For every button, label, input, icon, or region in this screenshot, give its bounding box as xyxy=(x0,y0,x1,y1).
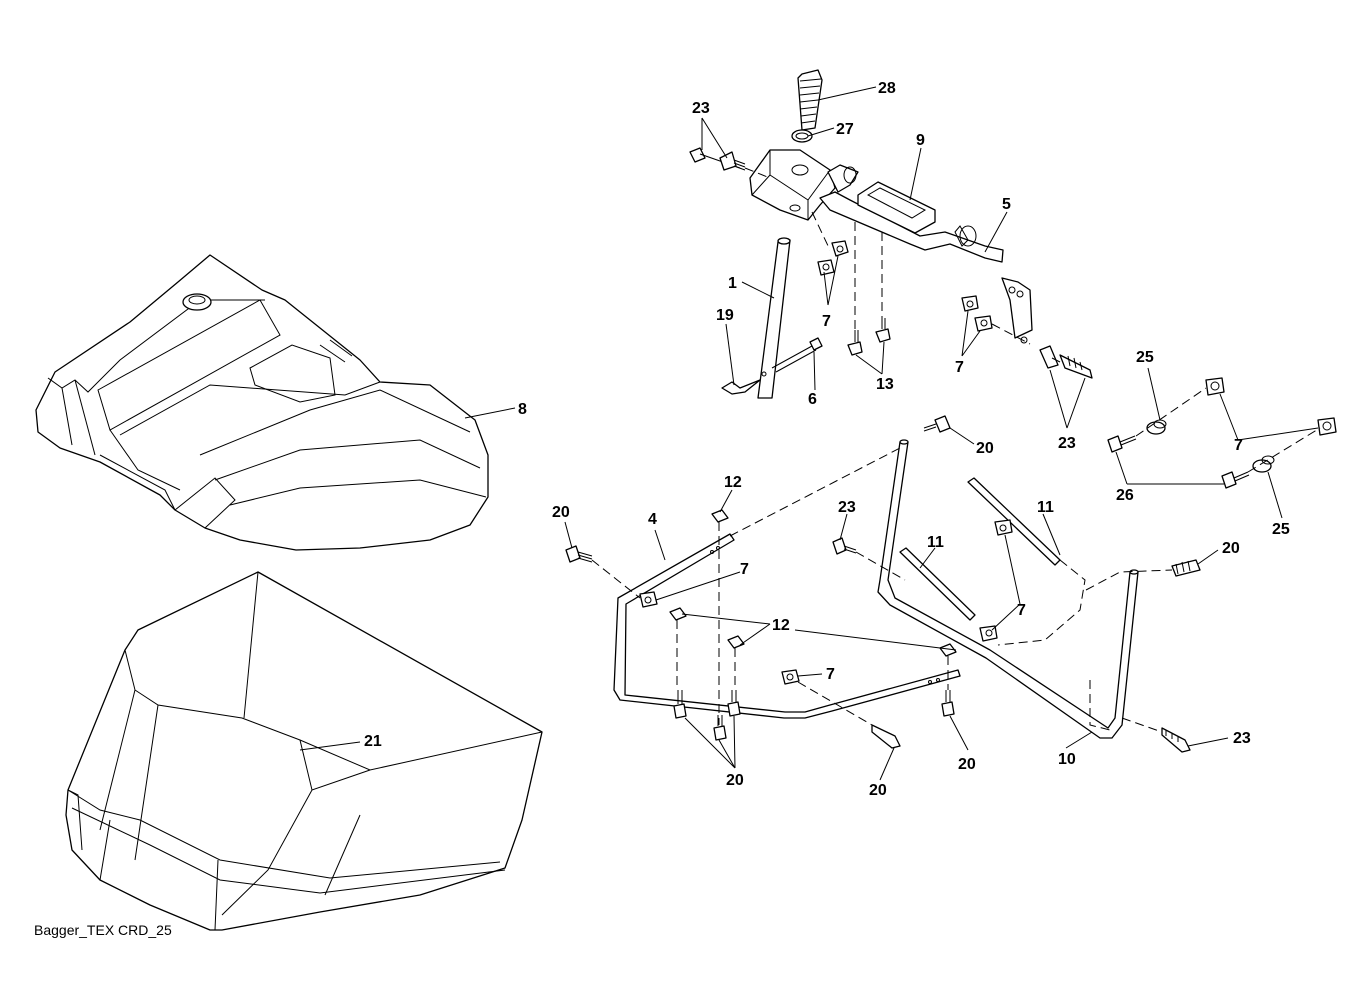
bolt-part-23-a xyxy=(689,147,706,163)
nut-part-7-f xyxy=(781,669,800,685)
callout-7-frame-mid: 7 xyxy=(826,666,835,683)
nut-part-7-j xyxy=(1317,417,1337,436)
bolt-part-13-a xyxy=(847,341,863,356)
callout-21: 21 xyxy=(364,733,382,750)
bolt-part-20-b xyxy=(934,415,951,433)
callout-8: 8 xyxy=(518,401,527,418)
right-hardware xyxy=(1107,377,1337,489)
callout-4: 4 xyxy=(648,511,657,528)
callout-20-upper: 20 xyxy=(976,440,994,457)
nut-part-7-e xyxy=(639,591,658,608)
nut-part-7-d xyxy=(974,315,993,332)
bolt-part-20-a xyxy=(565,545,581,563)
bag-part-21 xyxy=(65,571,543,931)
bagger-cover-part-8 xyxy=(35,254,489,551)
square-nut-part-12-a xyxy=(711,509,729,523)
bolt-part-20-g xyxy=(941,701,955,717)
callout-20-left: 20 xyxy=(552,504,570,521)
bolt-part-20-c xyxy=(1171,559,1201,577)
callout-12-top: 12 xyxy=(724,474,742,491)
bar-part-4 xyxy=(613,533,961,719)
callout-20-right: 20 xyxy=(1222,540,1240,557)
nut-part-7-i xyxy=(1205,377,1225,396)
callout-19: 19 xyxy=(716,307,734,324)
callout-25-top: 25 xyxy=(1136,349,1154,366)
bolt-part-26-a xyxy=(1107,435,1123,453)
callout-7-far-right: 7 xyxy=(1234,437,1243,454)
nut-part-7-b xyxy=(817,259,835,276)
nut-part-7-a xyxy=(831,240,849,257)
callout-23-mid: 23 xyxy=(838,499,856,516)
nut-part-7-g xyxy=(994,519,1013,536)
bolt-part-26-b xyxy=(1221,471,1237,489)
bolt-part-13-b xyxy=(875,328,891,343)
callouts: 28 27 9 23 5 1 19 7 7 13 6 8 25 7 23 20 … xyxy=(364,80,1290,799)
frame-assembly xyxy=(565,415,1201,753)
pin-part-6 xyxy=(809,337,823,351)
latch-part-9 xyxy=(857,181,936,234)
grip-part-28 xyxy=(797,69,823,131)
bolt-part-20-d xyxy=(673,703,687,719)
square-nut-part-12-c xyxy=(727,635,745,649)
callout-20-bottom-left: 20 xyxy=(726,772,744,789)
tube-part-1 xyxy=(757,239,791,399)
callout-13: 13 xyxy=(876,376,894,393)
callout-5: 5 xyxy=(1002,196,1011,213)
callout-6: 6 xyxy=(808,391,817,408)
callout-11-left: 11 xyxy=(927,534,944,551)
callout-7-bracket: 7 xyxy=(822,313,831,330)
bolt-part-20-h xyxy=(871,724,901,749)
square-nut-part-12-b xyxy=(669,607,687,621)
callout-28: 28 xyxy=(878,80,896,97)
frame-part-10 xyxy=(877,441,1139,739)
callout-7-frame-right: 7 xyxy=(1017,602,1026,619)
handle-assembly xyxy=(689,69,1093,399)
callout-23-right: 23 xyxy=(1058,435,1076,452)
bolt-part-20-f xyxy=(713,725,727,741)
callout-23-bottom: 23 xyxy=(1233,730,1251,747)
nut-part-7-c xyxy=(961,295,979,312)
callout-27: 27 xyxy=(836,121,854,138)
callout-10: 10 xyxy=(1058,751,1076,768)
callout-23-top: 23 xyxy=(692,100,710,117)
handle-bracket xyxy=(749,149,836,221)
callout-7-right: 7 xyxy=(955,359,964,376)
bolt-part-23-c xyxy=(1039,345,1059,369)
ring-part-27 xyxy=(791,129,813,143)
clip-part-19 xyxy=(721,379,761,395)
callout-25-bottom: 25 xyxy=(1272,521,1290,538)
callout-12-mid: 12 xyxy=(772,617,790,634)
callout-20-bottom: 20 xyxy=(869,782,887,799)
drawing-id-caption: Bagger_TEX CRD_25 xyxy=(34,922,172,938)
bolt-part-20-e xyxy=(727,701,741,717)
callout-11-right: 11 xyxy=(1037,499,1054,516)
callout-9: 9 xyxy=(916,132,925,149)
square-nut-part-12-d xyxy=(939,643,957,657)
callout-1: 1 xyxy=(728,275,737,292)
bolt-part-23-b xyxy=(719,151,737,171)
callout-20-mid: 20 xyxy=(958,756,976,773)
bolt-part-23-e xyxy=(1161,727,1191,753)
rod-part-11-a xyxy=(899,547,976,621)
callout-26: 26 xyxy=(1116,487,1134,504)
callout-7-frame-left: 7 xyxy=(740,561,749,578)
clip-part-25-b xyxy=(1252,459,1272,473)
leader-lines xyxy=(299,86,1319,781)
